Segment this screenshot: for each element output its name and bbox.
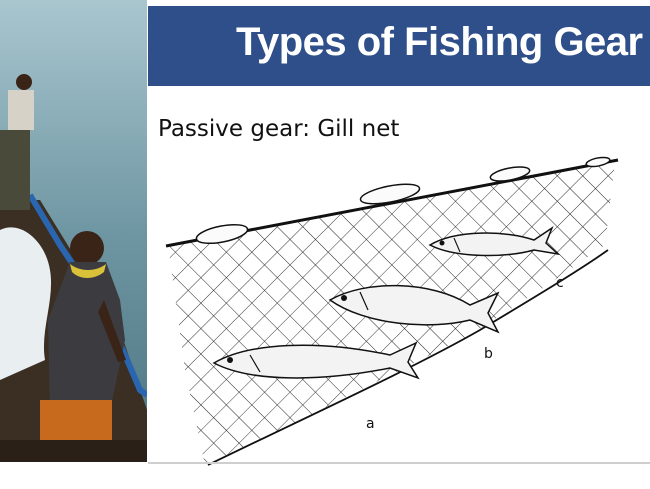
label-b: b (484, 346, 493, 362)
slide-title: Types of Fishing Gear (236, 20, 643, 65)
gill-net-illustration: a b c (150, 150, 650, 470)
label-a: a (366, 416, 375, 432)
slide-subtitle: Passive gear: Gill net (158, 116, 399, 142)
label-c: c (556, 275, 564, 291)
divider (148, 462, 650, 464)
fishermen-photo (0, 0, 147, 462)
